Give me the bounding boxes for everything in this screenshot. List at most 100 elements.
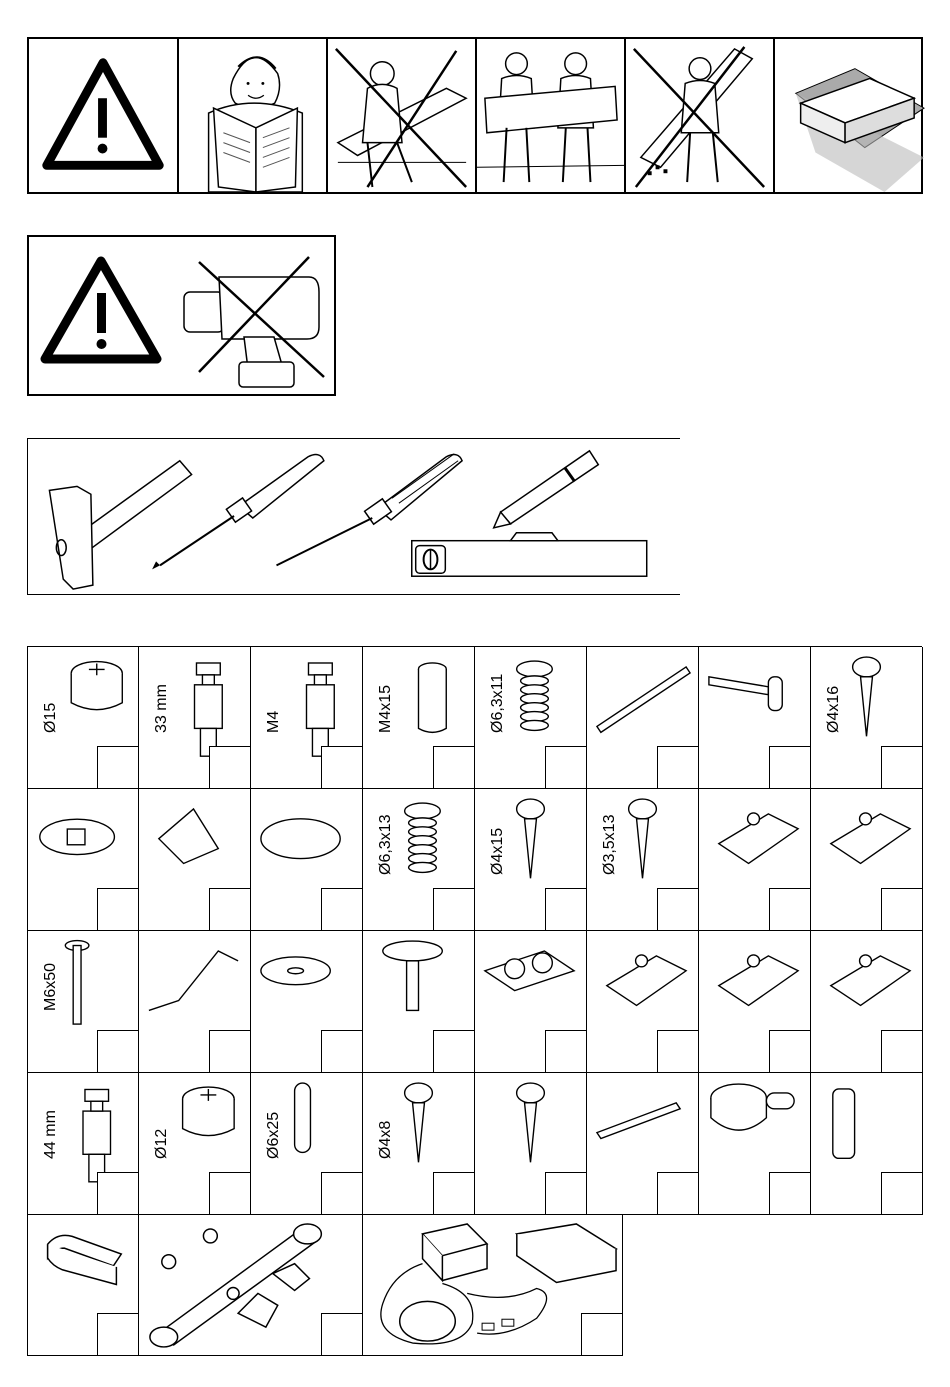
no-power-drill-icon bbox=[29, 237, 334, 394]
quantity-box[interactable] bbox=[769, 1030, 810, 1072]
hardware-cell: Ø3,5x13 bbox=[587, 789, 699, 931]
hardware-cell bbox=[699, 647, 811, 789]
read-instructions-panel bbox=[179, 39, 328, 192]
quantity-box[interactable] bbox=[209, 1172, 250, 1214]
quantity-box[interactable] bbox=[433, 1172, 474, 1214]
quantity-box[interactable] bbox=[545, 1172, 586, 1214]
quantity-box[interactable] bbox=[545, 746, 586, 788]
hardware-cell bbox=[251, 931, 363, 1073]
warning-triangle-panel bbox=[29, 39, 179, 192]
quantity-box[interactable] bbox=[433, 1030, 474, 1072]
part-size-label: 33 mm bbox=[153, 684, 171, 733]
part-size-label: Ø12 bbox=[153, 1129, 171, 1159]
single-person-lift-icon bbox=[328, 39, 475, 192]
quantity-box[interactable] bbox=[97, 1172, 138, 1214]
quantity-box[interactable] bbox=[321, 1313, 362, 1355]
hardware-cell: Ø4x8 bbox=[363, 1073, 475, 1215]
quantity-box[interactable] bbox=[657, 746, 698, 788]
soft-surface-panel bbox=[775, 39, 925, 192]
cable-clip-cell bbox=[27, 1214, 139, 1356]
quantity-box[interactable] bbox=[657, 1030, 698, 1072]
hardware-cell bbox=[811, 1073, 923, 1215]
hardware-cell bbox=[587, 1073, 699, 1215]
hardware-cell bbox=[139, 789, 251, 931]
quantity-box[interactable] bbox=[321, 1172, 362, 1214]
hardware-cell bbox=[811, 789, 923, 931]
part-size-label: Ø3,5x13 bbox=[601, 815, 619, 875]
part-size-label: Ø4x8 bbox=[377, 1121, 395, 1159]
quantity-box[interactable] bbox=[97, 1030, 138, 1072]
hardware-cell: Ø6x25 bbox=[251, 1073, 363, 1215]
part-size-label: M4 bbox=[265, 711, 283, 733]
hardware-cell bbox=[587, 931, 699, 1073]
quantity-box[interactable] bbox=[321, 746, 362, 788]
part-size-label: Ø6,3x11 bbox=[489, 674, 507, 733]
hardware-cell bbox=[699, 1073, 811, 1215]
hardware-cell: M6x50 bbox=[28, 931, 139, 1073]
pencil-icon bbox=[494, 451, 599, 528]
hardware-cell bbox=[28, 789, 139, 931]
quantity-box[interactable] bbox=[881, 1172, 922, 1214]
quantity-box[interactable] bbox=[545, 888, 586, 930]
quantity-box[interactable] bbox=[769, 746, 810, 788]
quantity-box[interactable] bbox=[321, 1030, 362, 1072]
quantity-box[interactable] bbox=[209, 888, 250, 930]
part-size-label: M4x15 bbox=[377, 685, 395, 733]
hardware-cell bbox=[475, 931, 587, 1073]
warning-triangle-icon bbox=[29, 39, 177, 192]
part-size-label: Ø15 bbox=[42, 703, 60, 733]
hardware-cell: Ø4x15 bbox=[475, 789, 587, 931]
quantity-box[interactable] bbox=[881, 888, 922, 930]
hardware-cell bbox=[251, 789, 363, 931]
hardware-cell: Ø6,3x13 bbox=[363, 789, 475, 931]
part-size-label: Ø4x16 bbox=[825, 686, 843, 733]
hardware-cell bbox=[587, 647, 699, 789]
no-drop-panel bbox=[626, 39, 775, 192]
hardware-cell: Ø12 bbox=[139, 1073, 251, 1215]
quantity-box[interactable] bbox=[657, 888, 698, 930]
part-size-label: Ø6x25 bbox=[265, 1112, 283, 1159]
quantity-box[interactable] bbox=[209, 1030, 250, 1072]
quantity-box[interactable] bbox=[657, 1172, 698, 1214]
part-size-label: Ø4x15 bbox=[489, 828, 507, 875]
quantity-box[interactable] bbox=[769, 1172, 810, 1214]
two-person-carry-panel bbox=[477, 39, 626, 192]
quantity-box[interactable] bbox=[321, 888, 362, 930]
hardware-cell bbox=[139, 931, 251, 1073]
hardware-cell: M4x15 bbox=[363, 647, 475, 789]
quantity-box[interactable] bbox=[881, 746, 922, 788]
quantity-box[interactable] bbox=[769, 888, 810, 930]
hardware-cell: 33 mm bbox=[139, 647, 251, 789]
quantity-box[interactable] bbox=[545, 1030, 586, 1072]
safety-strip bbox=[27, 37, 923, 194]
quantity-box[interactable] bbox=[433, 888, 474, 930]
hardware-cell bbox=[811, 931, 923, 1073]
hardware-cell bbox=[699, 789, 811, 931]
hardware-cell bbox=[475, 1073, 587, 1215]
quantity-box[interactable] bbox=[97, 1313, 138, 1355]
tools-illustration bbox=[28, 439, 680, 594]
quantity-box[interactable] bbox=[433, 746, 474, 788]
quantity-box[interactable] bbox=[209, 746, 250, 788]
hardware-cell: Ø4x16 bbox=[811, 647, 923, 789]
hardware-cell: 44 mm bbox=[28, 1073, 139, 1215]
led-light-kit-cell bbox=[362, 1214, 623, 1356]
quantity-box[interactable] bbox=[97, 746, 138, 788]
part-size-label: Ø6,3x13 bbox=[377, 815, 395, 875]
hardware-cell bbox=[363, 931, 475, 1073]
hardware-cell: Ø6,3x11 bbox=[475, 647, 587, 789]
part-size-label: M6x50 bbox=[42, 963, 60, 1011]
hardware-cell: Ø15 bbox=[28, 647, 139, 789]
tools-panel bbox=[27, 438, 680, 595]
quantity-box[interactable] bbox=[881, 1030, 922, 1072]
gas-strut-cell bbox=[138, 1214, 363, 1356]
no-single-person-lift-panel bbox=[328, 39, 477, 192]
hardware-cell bbox=[699, 931, 811, 1073]
part-size-label: 44 mm bbox=[42, 1110, 60, 1159]
reading-person-icon bbox=[179, 39, 326, 192]
hardware-grid: Ø1533 mmM4M4x15Ø6,3x11Ø4x16Ø6,3x13Ø4x15Ø… bbox=[27, 646, 922, 1214]
hardware-cell: M4 bbox=[251, 647, 363, 789]
two-person-carry-icon bbox=[477, 39, 624, 192]
quantity-box[interactable] bbox=[97, 888, 138, 930]
quantity-box[interactable] bbox=[581, 1313, 622, 1355]
